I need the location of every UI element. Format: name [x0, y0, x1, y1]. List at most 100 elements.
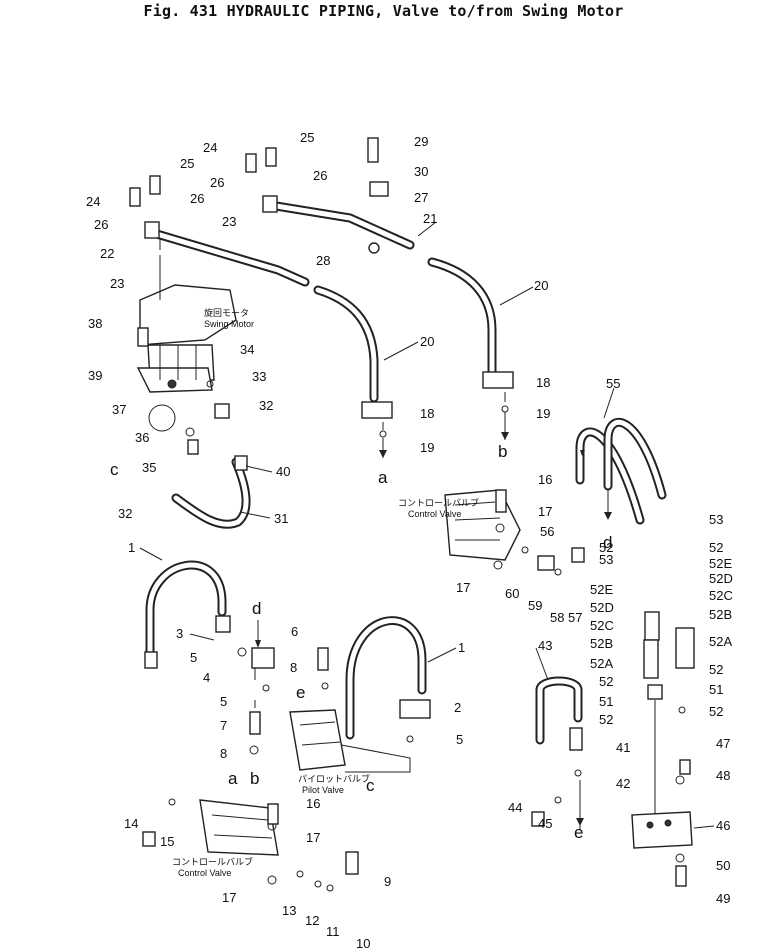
connection-letter-e-right: e	[574, 823, 583, 842]
callout-48: 48	[716, 768, 730, 783]
callout-15: 15	[160, 834, 174, 849]
callout-32-b: 32	[118, 506, 132, 521]
callout-47: 47	[716, 736, 730, 751]
callout-21: 21	[423, 211, 437, 226]
callout-19-left: 19	[420, 440, 434, 455]
callout-9: 9	[384, 874, 391, 889]
callout-40: 40	[276, 464, 290, 479]
callout-5-b: 5	[220, 694, 227, 709]
callout-55: 55	[606, 376, 620, 391]
callout-3: 3	[176, 626, 183, 641]
callout-8-a: 8	[290, 660, 297, 675]
callout-33: 33	[252, 369, 266, 384]
pilot-valve	[289, 709, 346, 771]
callouts: 1 1 2 3 4 5 5 5 6 7 8 8 9 10 11 12 13 14…	[86, 130, 733, 951]
callout-52-r2: 52	[709, 662, 723, 677]
callout-52E-left: 52E	[590, 582, 613, 597]
callout-26-d: 26	[313, 168, 327, 183]
callout-37: 37	[112, 402, 126, 417]
connection-letter-a-bottom: a	[228, 769, 238, 788]
callout-16-bottom: 16	[306, 796, 320, 811]
callout-49: 49	[716, 891, 730, 906]
callout-23-b: 23	[110, 276, 124, 291]
connection-letter-b-top: b	[498, 442, 507, 461]
callout-59: 59	[528, 598, 542, 613]
callout-51-right: 51	[709, 682, 723, 697]
callout-16-top: 16	[538, 472, 552, 487]
callout-25-a: 25	[180, 156, 194, 171]
callout-52-r1: 52	[709, 540, 723, 555]
callout-26-a: 26	[94, 217, 108, 232]
callout-12: 12	[305, 913, 319, 928]
callout-20-right: 20	[534, 278, 548, 293]
callout-17-b: 17	[222, 890, 236, 905]
callout-1-right: 1	[458, 640, 465, 655]
pilot-valve-jp-label: パイロットバルブ	[298, 773, 370, 784]
callout-52B-left: 52B	[590, 636, 613, 651]
callout-17-d: 17	[456, 580, 470, 595]
pipe-21	[145, 200, 415, 287]
callout-5-c: 5	[456, 732, 463, 747]
callout-7: 7	[220, 718, 227, 733]
callout-24-a: 24	[86, 194, 100, 209]
swing-motor-jp-label: 旋回モータ	[204, 307, 249, 318]
callout-45: 45	[538, 816, 552, 831]
callout-42: 42	[616, 776, 630, 791]
hose-1-right	[345, 616, 427, 740]
hose-55	[575, 417, 667, 525]
connection-letter-b-bottom: b	[250, 769, 259, 788]
callout-28: 28	[316, 253, 330, 268]
callout-60: 60	[505, 586, 519, 601]
callout-52C-right: 52C	[709, 588, 733, 603]
callout-18-left: 18	[420, 406, 434, 421]
callout-20-left: 20	[420, 334, 434, 349]
callout-10: 10	[356, 936, 370, 951]
callout-36: 36	[135, 430, 149, 445]
callout-26-b: 26	[190, 191, 204, 206]
callout-35: 35	[142, 460, 156, 475]
connection-letter-c-top: c	[110, 460, 119, 479]
callout-2: 2	[454, 700, 461, 715]
control-valve-bottom	[199, 799, 279, 856]
callout-27: 27	[414, 190, 428, 205]
callout-6: 6	[291, 624, 298, 639]
control-valve-top-label: Control Valve	[408, 509, 461, 519]
callout-1-left: 1	[128, 540, 135, 555]
callout-34: 34	[240, 342, 254, 357]
connection-letter-a-top: a	[378, 468, 388, 487]
control-valve-bottom-label: Control Valve	[178, 868, 231, 878]
callout-32-a: 32	[259, 398, 273, 413]
callout-44: 44	[508, 800, 522, 815]
callout-leaders	[139, 221, 715, 829]
callout-50: 50	[716, 858, 730, 873]
callout-14: 14	[124, 816, 138, 831]
callout-52C-left: 52C	[590, 618, 614, 633]
fittings	[129, 137, 695, 892]
callout-52A-right: 52A	[709, 634, 732, 649]
callout-17-c: 17	[538, 504, 552, 519]
swing-motor-label: Swing Motor	[204, 319, 254, 329]
hose-31	[171, 457, 251, 529]
connection-letter-e-bottom: e	[296, 683, 305, 702]
block-46	[631, 811, 693, 849]
pipe-43	[535, 676, 583, 745]
hose-1-left	[145, 560, 227, 665]
callout-39: 39	[88, 368, 102, 383]
callout-11: 11	[326, 924, 340, 939]
callout-52-l2: 52	[599, 674, 613, 689]
callout-56: 56	[540, 524, 554, 539]
callout-31: 31	[274, 511, 288, 526]
callout-8-b: 8	[220, 746, 227, 761]
callout-52-l3: 52	[599, 712, 613, 727]
callout-17-a: 17	[306, 830, 320, 845]
hose-20-left	[313, 285, 379, 403]
callout-51-left: 51	[599, 694, 613, 709]
callout-30: 30	[414, 164, 428, 179]
figure-title: Fig. 431 HYDRAULIC PIPING, Valve to∕from…	[143, 2, 624, 20]
callout-52A-left: 52A	[590, 656, 613, 671]
callout-52-r3: 52	[709, 704, 723, 719]
callout-19-right: 19	[536, 406, 550, 421]
callout-29: 29	[414, 134, 428, 149]
callout-52-l1: 52	[599, 540, 613, 555]
